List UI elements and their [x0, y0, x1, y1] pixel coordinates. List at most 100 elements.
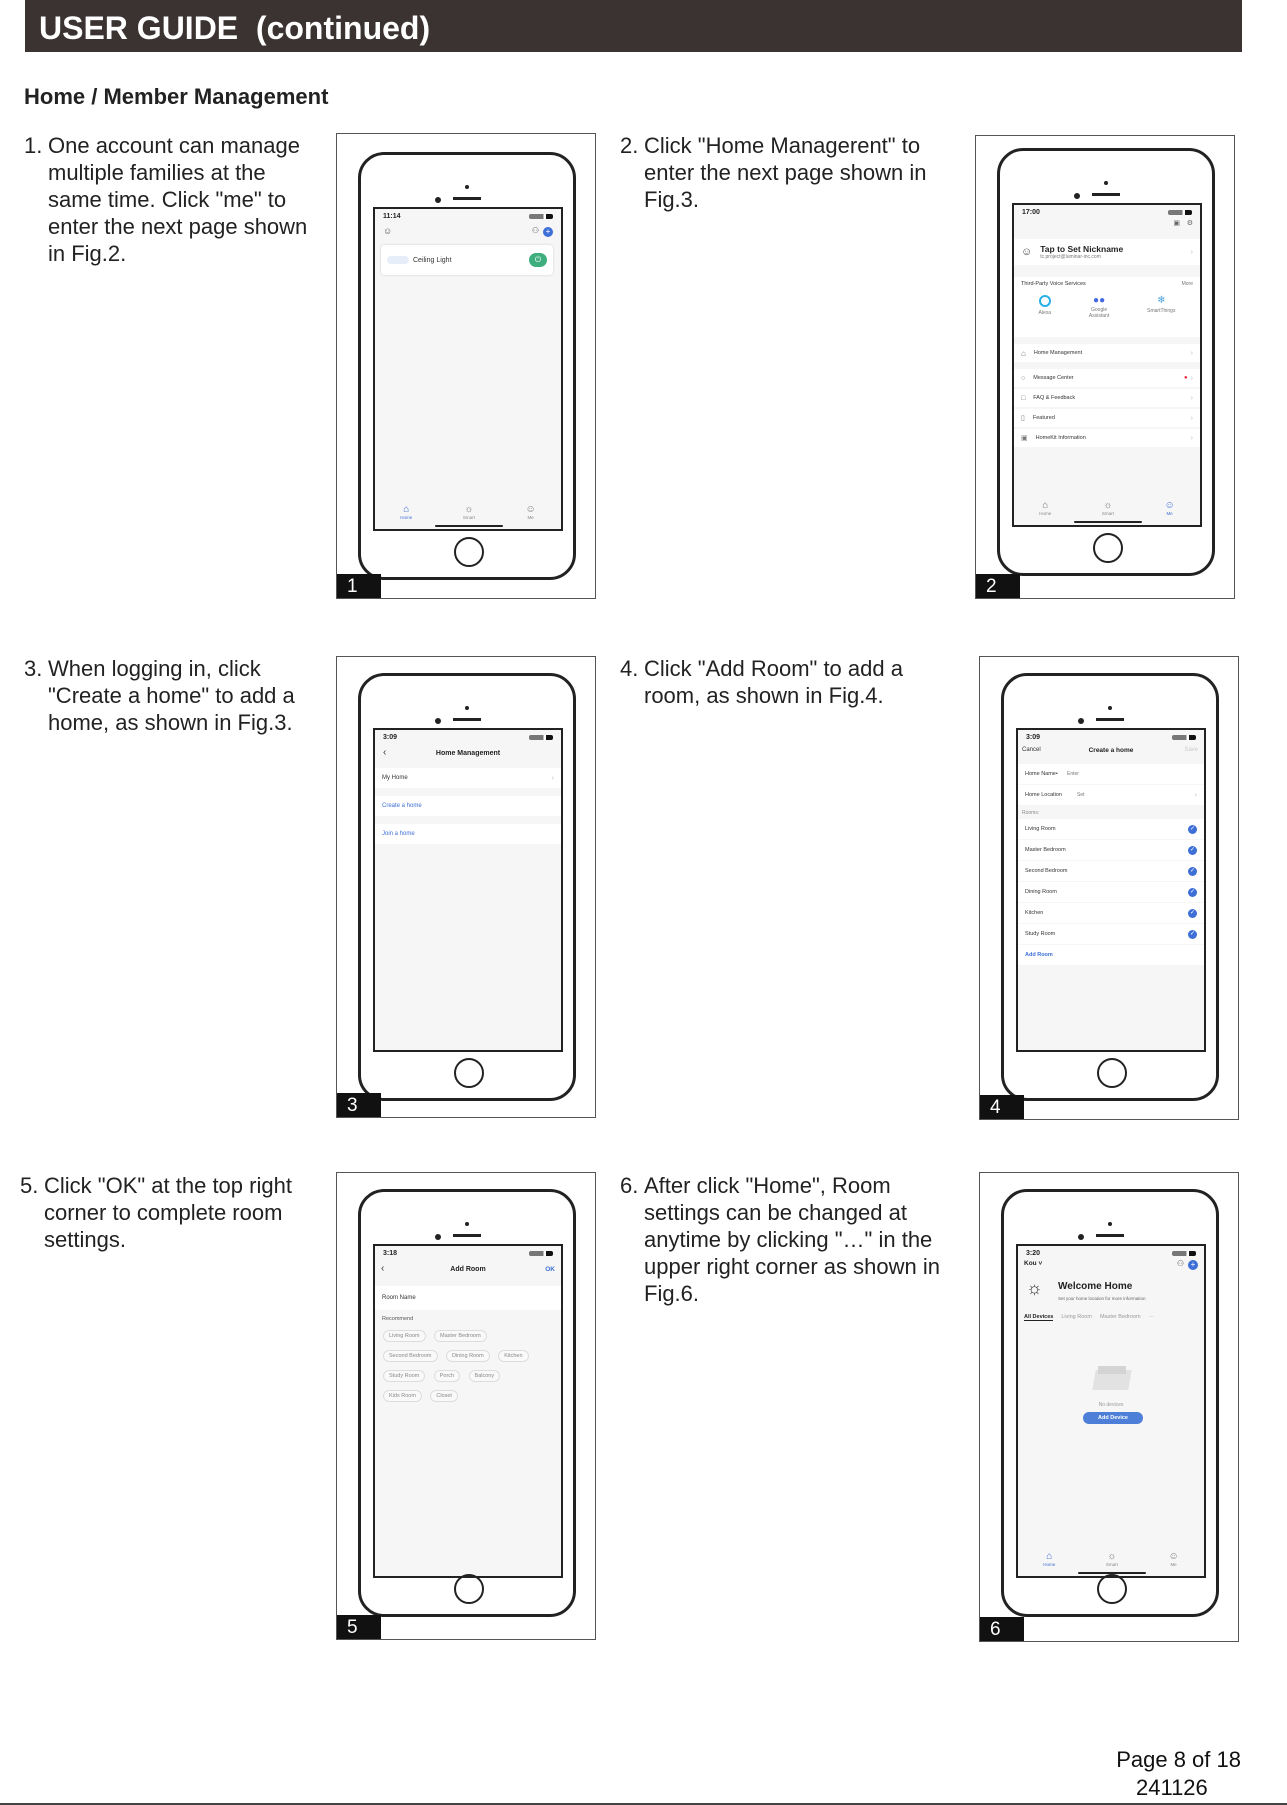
page-number: Page 8 of 18: [1116, 1747, 1241, 1772]
status-time: 3:09: [383, 733, 398, 741]
voice-item-google[interactable]: ●●Google Assistant: [1088, 295, 1110, 319]
step-number: 4.: [620, 656, 639, 681]
tab-smart[interactable]: ☼Smart: [1101, 500, 1114, 517]
tab-me[interactable]: ☺Me: [1164, 500, 1175, 517]
phone-home-button: [454, 1574, 484, 1604]
check-icon[interactable]: ✓: [1188, 824, 1197, 834]
check-icon[interactable]: ✓: [1188, 929, 1197, 939]
empty-box-icon: [1088, 1364, 1136, 1394]
power-icon[interactable]: ⏻: [529, 253, 547, 267]
profile-row[interactable]: ☺ Tap to Set Nickname tc.project@luminar…: [1014, 239, 1200, 265]
tab-me[interactable]: ☺Me: [525, 504, 536, 521]
check-icon[interactable]: ✓: [1188, 866, 1197, 876]
settings-icon[interactable]: ⚙: [1186, 220, 1193, 227]
back-icon[interactable]: ‹: [383, 747, 387, 758]
recommend-chips: Living Room Master Bedroom Second Bedroo…: [381, 1324, 557, 1404]
mic-icon[interactable]: ⚇: [531, 226, 539, 235]
voice-services: Third-Party Voice Services More Alexa ●●…: [1014, 277, 1200, 337]
room-chip[interactable]: Closet: [430, 1390, 458, 1402]
room-chip[interactable]: Master Bedroom: [434, 1330, 487, 1342]
menu-home-management[interactable]: ⌂Home Management›: [1014, 344, 1200, 362]
user-icon[interactable]: ☺: [383, 226, 393, 236]
room-chip[interactable]: Second Bedroom: [383, 1350, 438, 1362]
footer: Page 8 of 18: [1116, 1746, 1241, 1773]
home-switcher[interactable]: Kou ˅: [1024, 1260, 1043, 1267]
more-options-icon[interactable]: ···: [1148, 1314, 1155, 1320]
check-icon[interactable]: ✓: [1188, 887, 1197, 897]
room-row[interactable]: Study Room✓: [1018, 924, 1204, 944]
message-icon: ○: [1021, 374, 1026, 382]
scan-icon[interactable]: ▣: [1173, 220, 1180, 227]
cancel-button[interactable]: Cancel: [1022, 747, 1041, 753]
menu-featured[interactable]: ▯Featured›: [1014, 409, 1200, 427]
room-chip[interactable]: Kids Room: [383, 1390, 422, 1402]
voice-item-smartthings[interactable]: ❄SmartThings: [1147, 295, 1176, 314]
phone-home-button: [1097, 1574, 1127, 1604]
phone-mockup: 11:14 ☺ ⚇ + Ceiling Light ⏻ ⌂Home ☼Smart…: [358, 152, 576, 580]
add-icon[interactable]: +: [1188, 1260, 1198, 1270]
check-icon[interactable]: ✓: [1188, 908, 1197, 918]
bookmark-icon: ▯: [1021, 415, 1025, 422]
step-1: 1. One account can manage multiple famil…: [24, 132, 324, 267]
faq-icon: □: [1021, 394, 1026, 402]
welcome-title: Welcome Home: [1058, 1281, 1133, 1292]
tab-smart[interactable]: ☼Smart: [1105, 1551, 1118, 1568]
tab-smart[interactable]: ☼Smart: [462, 504, 475, 521]
tab-me[interactable]: ☺Me: [1168, 1551, 1179, 1568]
recommend-label: Recommend: [382, 1316, 414, 1322]
room-name-input[interactable]: Room Name: [375, 1286, 561, 1310]
tab-home[interactable]: ⌂Home: [1043, 1551, 1056, 1568]
tab-master-bedroom[interactable]: Master Bedroom: [1099, 1314, 1141, 1320]
room-row[interactable]: Kitchen✓: [1018, 903, 1204, 923]
figure-label: 4: [980, 1095, 1024, 1119]
my-home-row[interactable]: My Home›: [375, 768, 561, 788]
back-icon[interactable]: ‹: [381, 1263, 385, 1274]
tab-home[interactable]: ⌂Home: [1039, 500, 1052, 517]
save-button[interactable]: Save: [1184, 747, 1198, 753]
welcome-subtitle[interactable]: Set your home location for more informat…: [1058, 1296, 1146, 1301]
room-row[interactable]: Master Bedroom✓: [1018, 840, 1204, 860]
room-chip[interactable]: Dining Room: [445, 1350, 490, 1362]
email: tc.project@luminar-inc.com: [1040, 254, 1101, 260]
step-4: 4. Click "Add Room" to add a room, as sh…: [620, 655, 950, 709]
check-icon[interactable]: ✓: [1188, 845, 1197, 855]
menu-homekit[interactable]: ▣HomeKit Information›: [1014, 429, 1200, 447]
room-row[interactable]: Dining Room✓: [1018, 882, 1204, 902]
room-row[interactable]: Living Room✓: [1018, 819, 1204, 839]
home-name-field[interactable]: Home Name•Enter: [1018, 764, 1204, 784]
voice-more-link[interactable]: More: [1181, 281, 1193, 287]
light-icon: [387, 256, 409, 264]
room-row[interactable]: Second Bedroom✓: [1018, 861, 1204, 881]
figure-label: 1: [337, 574, 381, 598]
phone-mockup: 3:20 Kou ˅ ⚇ + ☼ Welcome Home Set your h…: [1001, 1189, 1219, 1617]
tab-all-devices[interactable]: All Devices: [1024, 1314, 1054, 1321]
room-chip[interactable]: Kitchen: [498, 1350, 529, 1362]
room-chip[interactable]: Balcony: [468, 1370, 501, 1382]
add-device-button[interactable]: Add Device: [1083, 1412, 1143, 1424]
step-text: After click "Home", Room settings can be…: [644, 1173, 940, 1306]
screen-title: Create a home: [1088, 747, 1134, 754]
ok-button[interactable]: OK: [545, 1266, 555, 1273]
join-home-button[interactable]: Join a home: [375, 824, 561, 844]
phone-screen: 3:09 ‹ Home Management My Home› Create a…: [373, 728, 563, 1052]
tab-living-room[interactable]: Living Room: [1061, 1314, 1092, 1320]
document-code: 241126: [1136, 1775, 1208, 1800]
voice-item-alexa[interactable]: Alexa: [1039, 295, 1051, 319]
add-room-button[interactable]: Add Room: [1018, 945, 1204, 965]
room-chip[interactable]: Study Room: [383, 1370, 426, 1382]
room-chip[interactable]: Porch: [433, 1370, 461, 1382]
mic-icon[interactable]: ⚇: [1176, 1259, 1184, 1268]
menu-message-center[interactable]: ○Message Center●›: [1014, 369, 1200, 387]
step-text: Click "OK" at the top right corner to co…: [44, 1173, 292, 1252]
create-home-button[interactable]: Create a home: [375, 796, 561, 816]
tab-home[interactable]: ⌂Home: [400, 504, 413, 521]
add-icon[interactable]: +: [543, 227, 553, 237]
phone-screen: 11:14 ☺ ⚇ + Ceiling Light ⏻ ⌂Home ☼Smart…: [373, 207, 563, 531]
room-chip[interactable]: Living Room: [383, 1330, 426, 1342]
home-name-input[interactable]: Enter: [1067, 771, 1079, 777]
device-card[interactable]: Ceiling Light ⏻: [381, 245, 553, 275]
menu-faq[interactable]: □FAQ & Feedback›: [1014, 389, 1200, 407]
nickname: Tap to Set Nickname: [1040, 244, 1124, 254]
sun-icon: ☼: [1107, 1551, 1117, 1562]
